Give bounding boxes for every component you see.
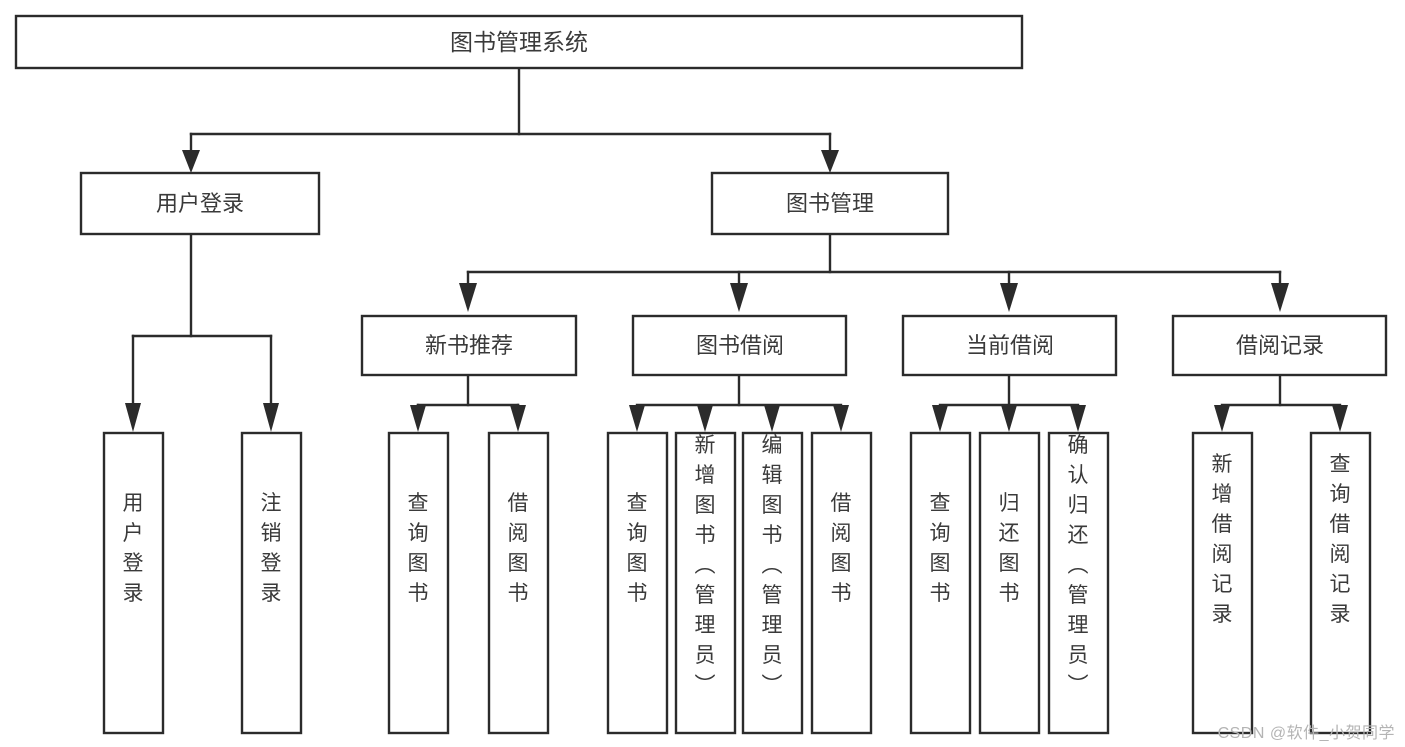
leaf-edit-book-box[interactable] xyxy=(741,431,804,735)
arrow-head-leaf-edit-book xyxy=(764,405,780,432)
leaf-query-book-3-box[interactable] xyxy=(909,431,972,735)
edge-group-borrow-record xyxy=(1214,373,1348,432)
arrow-head-leaf-query-book-3 xyxy=(932,405,948,432)
leaf-user-login-label: 用户登录 xyxy=(123,492,144,605)
node-book-management-box[interactable] xyxy=(710,171,950,236)
node-borrow-record-box[interactable] xyxy=(1171,314,1388,377)
leaf-query-record[interactable]: 查询借阅记录 xyxy=(1309,431,1372,735)
leaf-query-book-2[interactable]: 查询图书 xyxy=(606,431,669,735)
node-book-management-label: 图书管理 xyxy=(786,191,874,216)
edge-group-new-book-recommend xyxy=(410,373,526,432)
leaf-borrow-book-2-label: 借阅图书 xyxy=(831,492,852,605)
leaf-logout-login-label: 注销登录 xyxy=(261,492,282,605)
leaf-borrow-book-1-box[interactable] xyxy=(487,431,550,735)
edge-group-root xyxy=(182,66,839,173)
arrow-head-leaf-query-book-1 xyxy=(410,405,426,432)
node-current-borrow[interactable]: 当前借阅 xyxy=(901,314,1118,377)
leaf-user-login-box[interactable] xyxy=(102,431,165,735)
node-book-borrow-label: 图书借阅 xyxy=(696,333,784,358)
leaf-return-book-box[interactable] xyxy=(978,431,1041,735)
arrow-head-leaf-query-record xyxy=(1332,405,1348,432)
node-book-borrow[interactable]: 图书借阅 xyxy=(631,314,848,377)
node-book-borrow-box[interactable] xyxy=(631,314,848,377)
node-book-management[interactable]: 图书管理 xyxy=(710,171,950,236)
arrow-head-borrow-record xyxy=(1271,283,1289,312)
leaf-add-book-label: 新增图书︵管理员︶ xyxy=(695,434,716,697)
leaf-add-record-box[interactable] xyxy=(1191,431,1254,735)
leaf-query-book-3[interactable]: 查询图书 xyxy=(909,431,972,735)
arrow-head-leaf-user-login xyxy=(125,403,141,432)
leaf-confirm-return[interactable]: 确认归还︵管理员︶ xyxy=(1047,431,1110,735)
node-root-label: 图书管理系统 xyxy=(450,29,588,55)
node-new-book-recommend-label: 新书推荐 xyxy=(425,333,513,358)
node-current-borrow-label: 当前借阅 xyxy=(966,333,1054,358)
arrow-head-current-borrow xyxy=(1000,283,1018,312)
leaf-query-book-2-box[interactable] xyxy=(606,431,669,735)
node-root-box[interactable] xyxy=(14,14,1024,70)
arrow-head-leaf-confirm-return xyxy=(1070,405,1086,432)
node-new-book-recommend-box[interactable] xyxy=(360,314,578,377)
node-user-login-label: 用户登录 xyxy=(156,191,244,216)
node-borrow-record-label: 借阅记录 xyxy=(1236,333,1324,358)
leaf-return-book[interactable]: 归还图书 xyxy=(978,431,1041,735)
edge-group-current-borrow xyxy=(932,373,1086,432)
arrow-head-new-book-recommend xyxy=(459,283,477,312)
leaf-user-login[interactable]: 用户登录 xyxy=(102,431,165,735)
arrow-head-leaf-borrow-book-1 xyxy=(510,405,526,432)
edge-group-book-management xyxy=(459,232,1289,312)
node-user-login-box[interactable] xyxy=(79,171,321,236)
arrow-head-leaf-query-book-2 xyxy=(629,405,645,432)
leaf-confirm-return-box[interactable] xyxy=(1047,431,1110,735)
leaf-query-book-2-label: 查询图书 xyxy=(627,492,648,605)
leaf-query-record-label: 查询借阅记录 xyxy=(1330,453,1351,626)
node-new-book-recommend[interactable]: 新书推荐 xyxy=(360,314,578,377)
leaf-return-book-label: 归还图书 xyxy=(999,492,1020,605)
leaf-edit-book[interactable]: 编辑图书︵管理员︶ xyxy=(741,431,804,735)
edge-group-user-login xyxy=(125,232,279,432)
leaf-logout-login[interactable]: 注销登录 xyxy=(240,431,303,735)
node-borrow-record[interactable]: 借阅记录 xyxy=(1171,314,1388,377)
leaf-add-book-box[interactable] xyxy=(674,431,737,735)
arrow-head-user-login xyxy=(182,150,200,173)
leaf-query-book-1-label: 查询图书 xyxy=(408,492,429,605)
leaf-logout-login-box[interactable] xyxy=(240,431,303,735)
leaf-query-book-1[interactable]: 查询图书 xyxy=(387,431,450,735)
node-current-borrow-box[interactable] xyxy=(901,314,1118,377)
leaf-borrow-book-1-label: 借阅图书 xyxy=(508,492,529,605)
leaf-borrow-book-2[interactable]: 借阅图书 xyxy=(810,431,873,735)
leaf-add-record[interactable]: 新增借阅记录 xyxy=(1191,431,1254,735)
edge-group-book-borrow xyxy=(629,373,849,432)
leaf-query-record-box[interactable] xyxy=(1309,431,1372,735)
arrow-head-leaf-return-book xyxy=(1001,405,1017,432)
leaf-borrow-book-2-box[interactable] xyxy=(810,431,873,735)
node-user-login[interactable]: 用户登录 xyxy=(79,171,321,236)
arrow-head-leaf-borrow-book-2 xyxy=(833,405,849,432)
leaf-confirm-return-label: 确认归还︵管理员︶ xyxy=(1068,434,1089,697)
arrow-head-book-borrow xyxy=(730,283,748,312)
leaf-edit-book-label: 编辑图书︵管理员︶ xyxy=(762,434,783,697)
leaf-add-record-label: 新增借阅记录 xyxy=(1212,453,1233,626)
arrow-head-book-management xyxy=(821,150,839,173)
node-root[interactable]: 图书管理系统 xyxy=(14,14,1024,70)
leaf-query-book-1-box[interactable] xyxy=(387,431,450,735)
arrow-head-leaf-add-book xyxy=(697,405,713,432)
arrow-head-leaf-add-record xyxy=(1214,405,1230,432)
leaf-query-book-3-label: 查询图书 xyxy=(930,492,951,605)
leaf-borrow-book-1[interactable]: 借阅图书 xyxy=(487,431,550,735)
leaf-add-book[interactable]: 新增图书︵管理员︶ xyxy=(674,431,737,735)
arrow-head-leaf-logout-login xyxy=(263,403,279,432)
